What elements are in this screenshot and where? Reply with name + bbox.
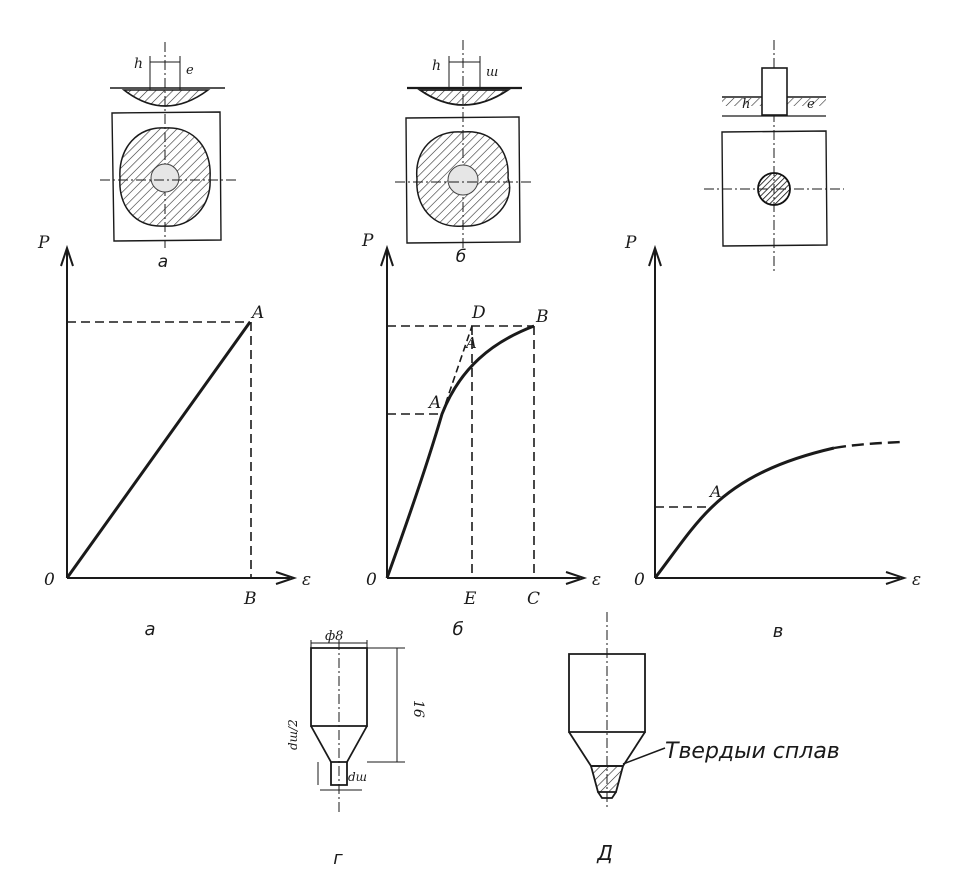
tool-d-leader <box>622 747 666 765</box>
tool-g: ф8 16 dш/2 dш г <box>286 629 426 869</box>
graph-v-label-e: ε <box>912 570 921 590</box>
graph-v-label-p: P <box>624 233 637 253</box>
graph-b-point-c: C <box>527 589 540 609</box>
graph-v-curve-dashed <box>833 440 903 450</box>
tool-d-carbide-insert <box>589 765 625 793</box>
graph-v-caption: в <box>773 621 784 642</box>
sketch-a: h е а <box>100 42 238 272</box>
graph-b-dash-ad <box>441 325 473 415</box>
sketch-v-label-h: h <box>742 97 750 112</box>
sketch-a-label-h: h <box>134 56 143 72</box>
tool-g-label-diameter: ф8 <box>325 629 343 644</box>
sketch-a-print-center <box>150 163 180 193</box>
graph-b-e-arrow <box>565 571 588 585</box>
tool-g-caption: г <box>333 848 343 869</box>
graph-v-origin: 0 <box>634 570 645 590</box>
graph-a-origin: 0 <box>44 570 55 590</box>
sketch-b-plate <box>405 116 521 244</box>
graph-b-caption: б <box>452 619 463 640</box>
sketch-a-indent <box>121 89 211 107</box>
sketch-b: h ш б <box>395 40 533 267</box>
tool-d-caption: Д <box>596 841 613 865</box>
graph-a-line <box>65 321 252 579</box>
sketch-v: h е <box>704 40 844 272</box>
graph-b-label-e: ε <box>592 570 601 590</box>
graph-a-point-b: B <box>243 589 257 609</box>
graph-v-point-a: A <box>708 482 722 501</box>
sketch-v-label-e: е <box>807 97 815 112</box>
graph-a-label-p: P <box>37 233 50 253</box>
sketch-b-caption: б <box>456 247 466 267</box>
tool-g-label-d: dш <box>348 770 367 784</box>
graph-b-point-a: A <box>427 393 441 413</box>
graph-b-p-arrow <box>380 244 394 267</box>
tool-d: Твердыи сплав Д <box>568 612 840 865</box>
tool-g-tip <box>330 762 348 786</box>
graph-b-point-b: B <box>535 307 549 327</box>
sketch-a-label-e: е <box>186 63 194 78</box>
graph-b-label-p: P <box>361 231 374 251</box>
sketch-b-label-e: ш <box>486 65 498 80</box>
sketch-a-plate <box>111 111 222 242</box>
graph-a-point-a: A <box>250 303 264 323</box>
sketch-b-print-center <box>447 164 479 196</box>
graph-v: P ε 0 A в <box>624 233 921 642</box>
sketch-b-label-h: h <box>432 58 441 74</box>
tool-d-label: Твердыи сплав <box>665 739 840 764</box>
graph-b-curve <box>385 324 535 579</box>
sketch-b-indent <box>417 89 511 106</box>
sketch-v-plate <box>721 130 828 247</box>
graph-a-p-arrow <box>60 244 74 267</box>
sketch-a-caption: а <box>158 252 168 272</box>
graph-b-point-a2: A <box>464 334 477 352</box>
graph-b: P ε 0 A A B D E C б <box>361 231 601 640</box>
graph-a-e-arrow <box>275 571 298 585</box>
graph-b-origin: 0 <box>366 570 377 590</box>
graph-a: P ε 0 A B а <box>37 233 311 640</box>
tool-g-label-length: 16 <box>410 700 426 718</box>
graph-b-point-d: D <box>471 303 486 323</box>
graph-v-curve <box>653 446 835 579</box>
graph-a-label-e: ε <box>302 570 311 590</box>
tool-g-label-half: dш/2 <box>286 719 300 750</box>
graph-v-p-arrow <box>648 244 662 267</box>
sketch-v-punch <box>761 67 788 116</box>
graph-b-point-e: E <box>463 589 477 609</box>
graph-a-caption: а <box>144 619 155 640</box>
tool-d-tip <box>597 791 617 799</box>
tool-g-cone <box>310 725 368 763</box>
graph-v-e-arrow <box>885 571 908 585</box>
